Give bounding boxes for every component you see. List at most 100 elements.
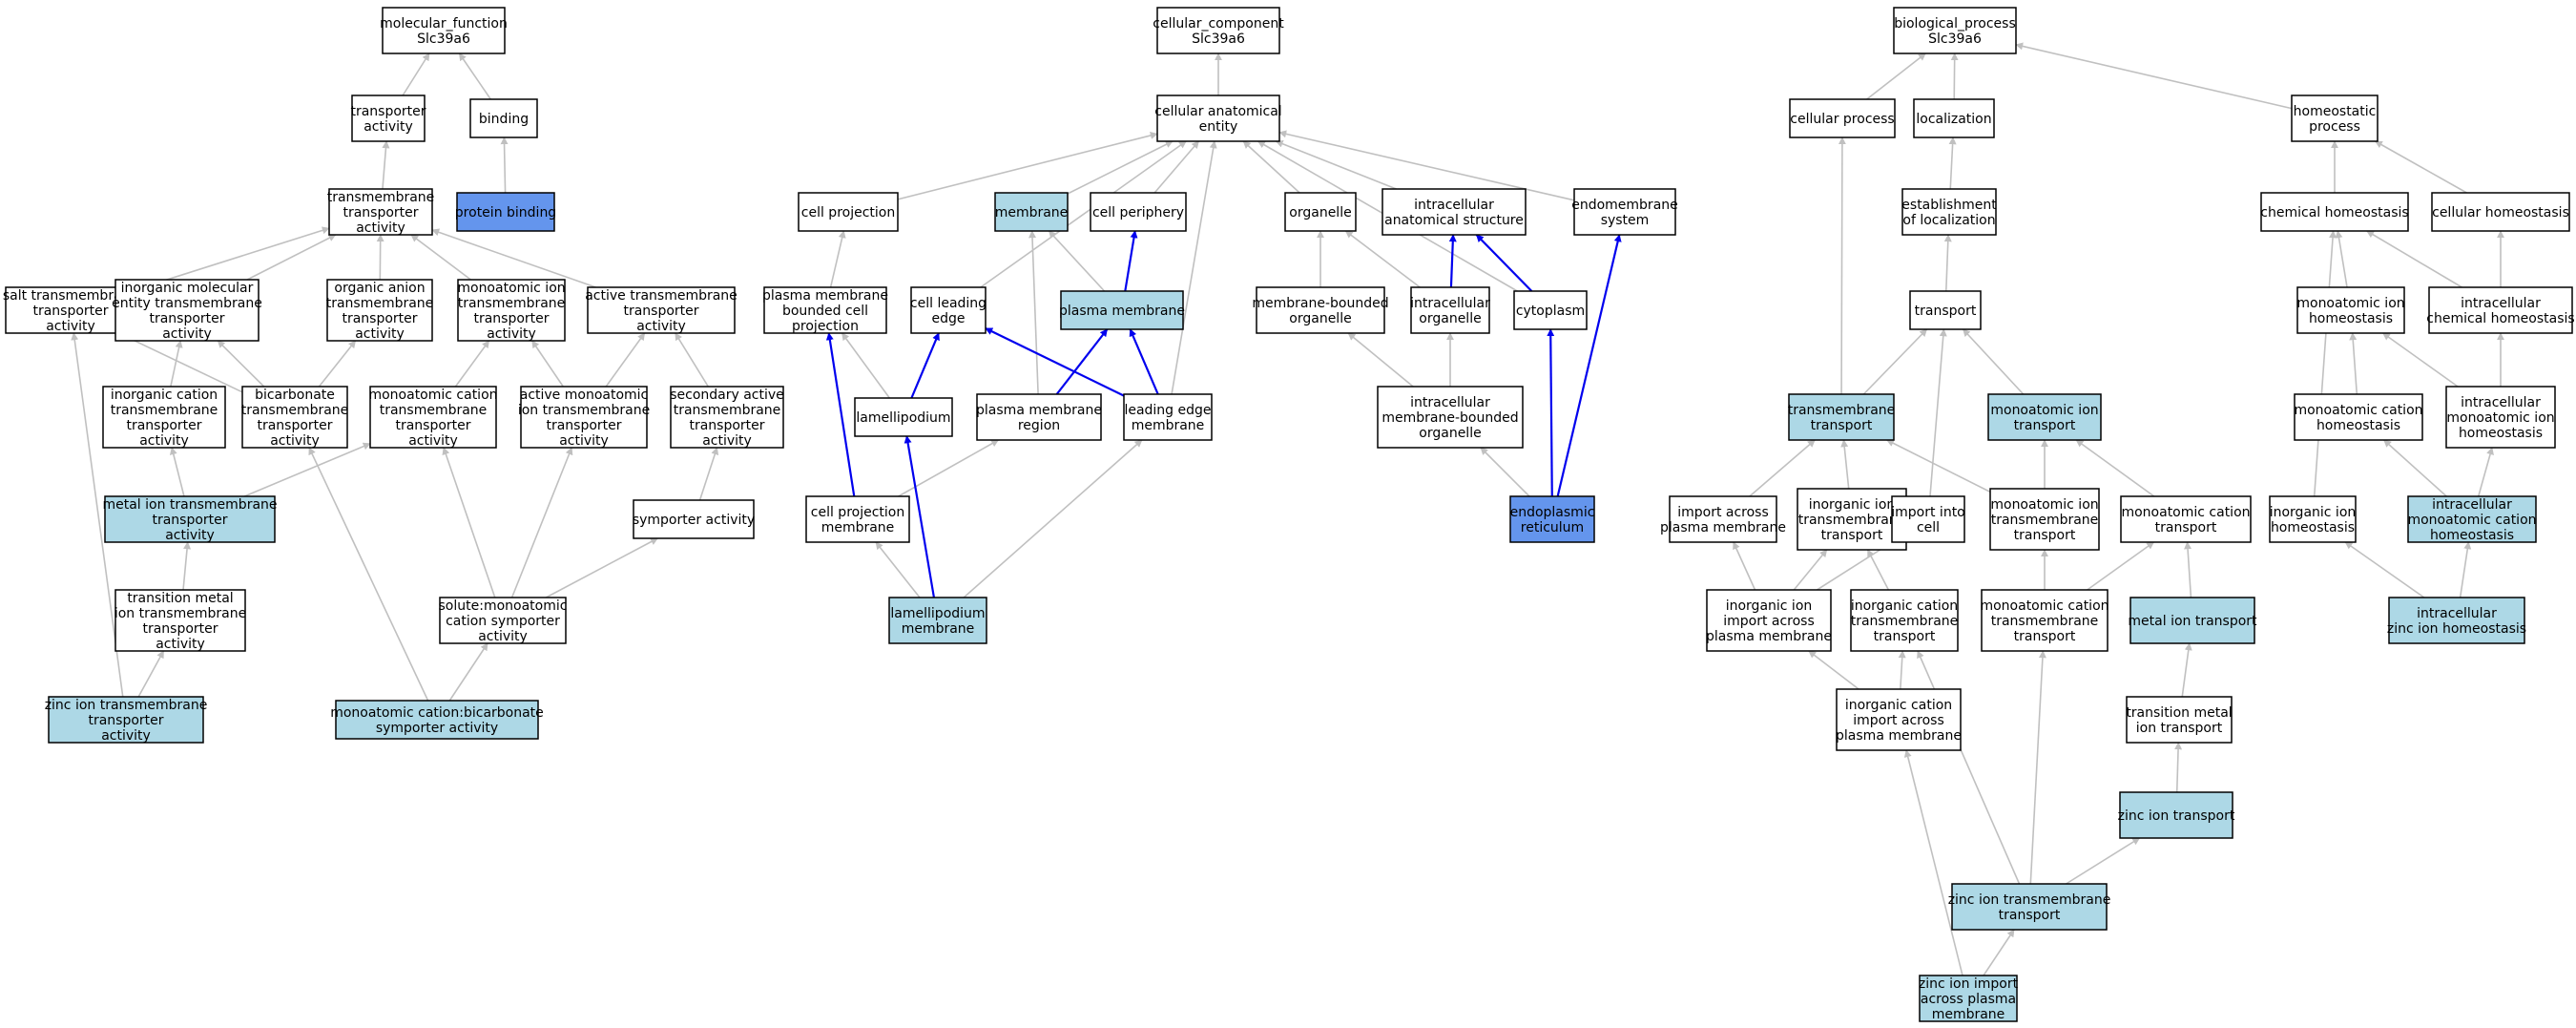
node-label-line: projection xyxy=(792,319,859,334)
node-chemical-homeostasis[interactable]: chemical homeostasis xyxy=(2260,192,2409,232)
node-label-line: transporter xyxy=(88,713,163,728)
node-box xyxy=(670,386,784,449)
node-label-line: transport xyxy=(1874,629,1936,644)
node-cell-projection[interactable]: cell projection xyxy=(798,192,899,232)
edge-er-to-imbo xyxy=(1480,447,1530,497)
node-localization[interactable]: localization xyxy=(1913,98,1995,138)
node-cellular-process[interactable]: cellular process xyxy=(1789,98,1896,138)
node-box xyxy=(805,495,910,543)
node-plasma-membrane[interactable]: plasma membrane xyxy=(1059,290,1185,330)
node-label-line: molecular_function xyxy=(380,16,508,31)
node-symporter-activity[interactable]: symporter activity xyxy=(633,499,755,539)
node-membrane[interactable]: membrane xyxy=(994,192,1069,232)
node-label-line: cellular process xyxy=(1790,112,1894,127)
node-zinc-ion-transport[interactable]: zinc ion transport xyxy=(2118,791,2235,839)
node-label-line: intracellular xyxy=(1414,198,1494,213)
node-box xyxy=(104,495,276,543)
edge-mit-to-tmta xyxy=(410,234,471,281)
node-box xyxy=(1987,393,2102,441)
node-cytoplasm[interactable]: cytoplasm xyxy=(1513,290,1588,330)
node-label-line: active monoatomic xyxy=(520,388,649,403)
node-cell-periphery[interactable]: cell periphery xyxy=(1090,192,1187,232)
node-label-line: organelle xyxy=(1419,426,1481,441)
node-label-line: transport xyxy=(1999,908,2061,923)
node-label-line: transporter xyxy=(623,304,698,319)
node-lamellipodium[interactable]: lamellipodium xyxy=(854,397,953,437)
node-binding[interactable]: binding xyxy=(469,98,538,138)
node-box xyxy=(1669,495,1777,543)
node-box xyxy=(2428,286,2573,334)
node-organelle[interactable]: organelle xyxy=(1284,192,1357,232)
node-transport[interactable]: transport xyxy=(1909,290,1982,330)
node-protein-binding[interactable]: protein binding xyxy=(455,192,556,232)
node-label-line: cell leading xyxy=(910,296,987,311)
node-box xyxy=(2129,597,2255,644)
node-metal-ion-transport[interactable]: metal ion transport xyxy=(2128,597,2257,644)
edge-cpm-to-pmbcp xyxy=(825,332,856,497)
node-box xyxy=(335,700,539,740)
node-box xyxy=(1060,290,1184,330)
node-cellular-homeostasis[interactable]: cellular homeostasis xyxy=(2431,192,2570,232)
